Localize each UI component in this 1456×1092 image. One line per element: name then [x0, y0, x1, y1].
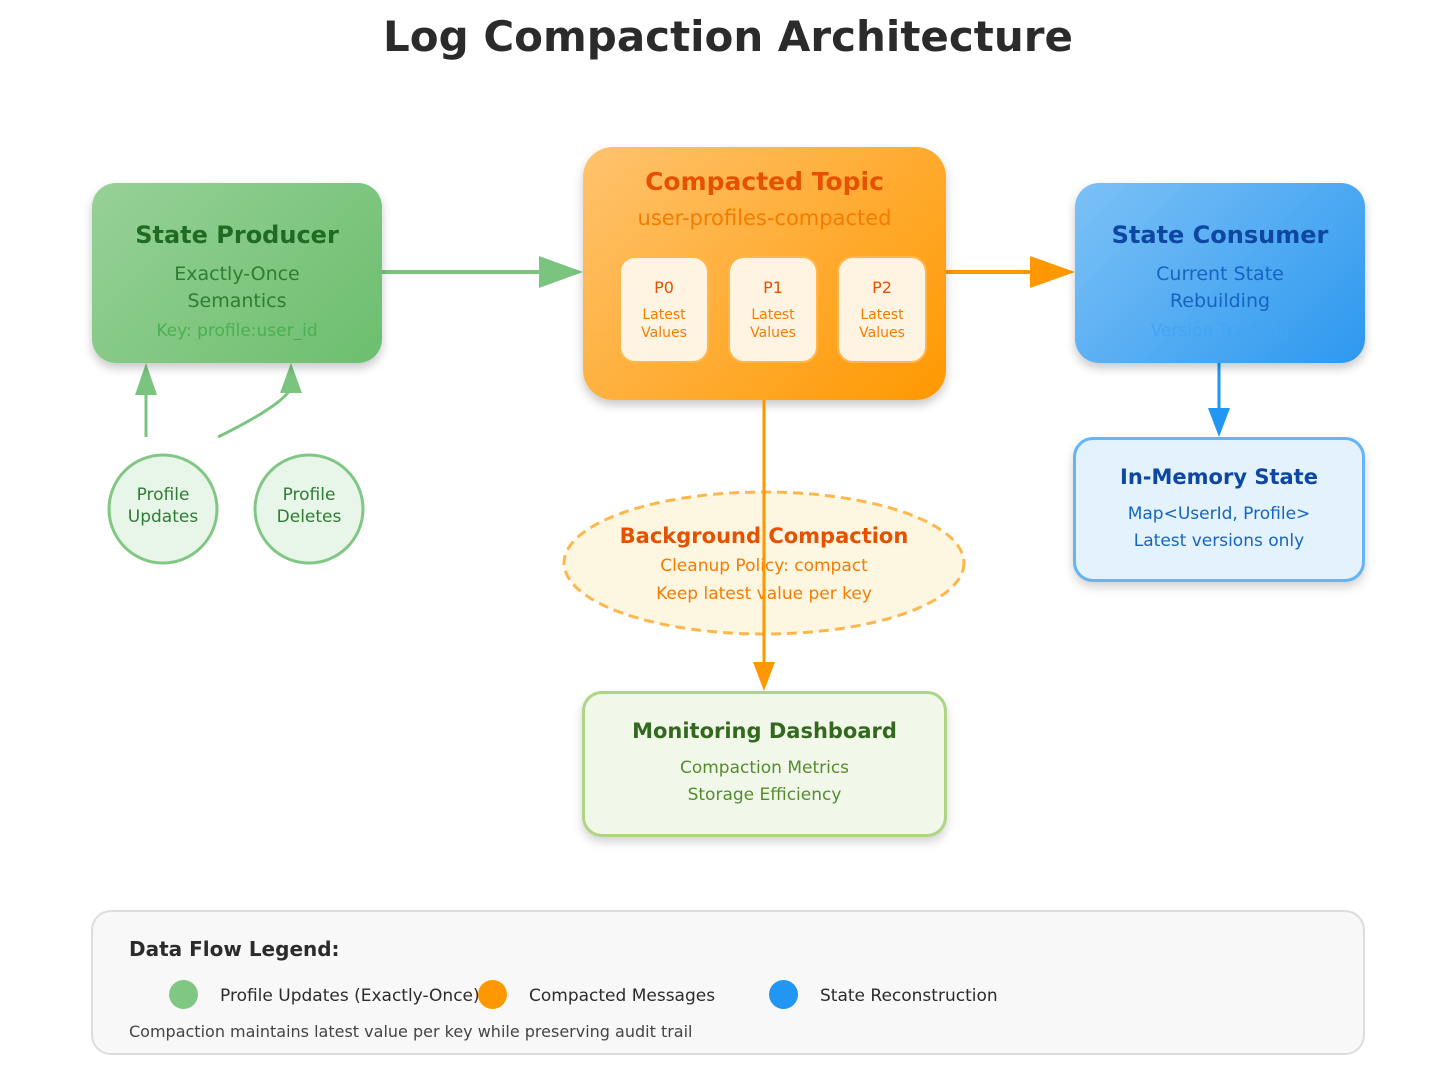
- consumer-to-memory-arrowhead: [1208, 408, 1230, 437]
- updates-to-producer-arrowhead: [135, 363, 157, 395]
- dashboard-line2: Storage Efficiency: [687, 785, 842, 805]
- updates-label-line1: Profile: [136, 485, 190, 505]
- partition-line2: Values: [641, 325, 687, 341]
- legend-swatch-reconstruction: [769, 980, 798, 1009]
- deletes-circle: [253, 453, 365, 565]
- memory-line1: Map<UserId, Profile>: [1127, 504, 1311, 524]
- partition-line1: Latest: [642, 307, 686, 323]
- compaction-line1: Cleanup Policy: compact: [660, 556, 868, 576]
- partition-p2[interactable]: P2 Latest Values: [837, 256, 927, 363]
- producer-line2: Semantics: [187, 290, 287, 312]
- producer-to-topic-arrowhead: [539, 256, 583, 288]
- partition-line1: Latest: [751, 307, 795, 323]
- diagram-title: Log Compaction Architecture: [383, 12, 1073, 61]
- background-compaction-node[interactable]: Background Compaction Cleanup Policy: co…: [563, 524, 965, 608]
- deletes-label-line2: Deletes: [276, 507, 342, 527]
- dashboard-title: Monitoring Dashboard: [632, 719, 897, 743]
- state-producer-node[interactable]: State Producer Exactly-Once Semantics Ke…: [92, 183, 382, 363]
- partition-line1: Latest: [860, 307, 904, 323]
- legend-swatch-updates: [169, 980, 198, 1009]
- consumer-line2: Rebuilding: [1169, 290, 1271, 312]
- topic-to-consumer-arrowhead: [1030, 256, 1075, 288]
- legend-title: Data Flow Legend:: [129, 937, 340, 961]
- topic-subtitle: user-profiles-compacted: [637, 206, 892, 230]
- producer-key: Key: profile:user_id: [156, 321, 318, 341]
- dashboard-line1: Compaction Metrics: [679, 758, 850, 778]
- updates-circle: [107, 453, 219, 565]
- deletes-label: Profile Deletes: [254, 484, 364, 528]
- consumer-line1: Current State: [1156, 263, 1284, 285]
- partition-line2: Values: [750, 325, 796, 341]
- monitoring-dashboard-node[interactable]: Monitoring Dashboard Compaction Metrics …: [582, 691, 947, 837]
- in-memory-state-node[interactable]: In-Memory State Map<UserId, Profile> Lat…: [1073, 437, 1365, 582]
- producer-title: State Producer: [135, 221, 339, 249]
- partition-p1[interactable]: P1 Latest Values: [728, 256, 818, 363]
- legend-note: Compaction maintains latest value per ke…: [129, 1022, 693, 1041]
- state-consumer-node[interactable]: State Consumer Current State Rebuilding …: [1075, 183, 1365, 363]
- deletes-to-producer-arrow: [217, 387, 293, 439]
- compacted-topic-node[interactable]: Compacted Topic user-profiles-compacted …: [583, 147, 946, 400]
- legend-label-reconstruction: State Reconstruction: [820, 986, 998, 1006]
- updates-label: Profile Updates: [108, 484, 218, 528]
- updates-label-line2: Updates: [127, 507, 199, 527]
- legend-panel: Data Flow Legend: Profile Updates (Exact…: [91, 910, 1365, 1055]
- partition-line2: Values: [859, 325, 905, 341]
- partition-name: P1: [763, 278, 783, 297]
- memory-line2: Latest versions only: [1133, 531, 1305, 551]
- memory-title: In-Memory State: [1120, 465, 1318, 489]
- compaction-line2: Keep latest value per key: [656, 584, 872, 604]
- legend-label-compacted: Compacted Messages: [529, 986, 716, 1006]
- legend-swatch-compacted: [478, 980, 507, 1009]
- partition-name: P2: [872, 278, 892, 297]
- consumer-title: State Consumer: [1111, 221, 1329, 249]
- topic-title: Compacted Topic: [645, 167, 884, 196]
- legend-label-updates: Profile Updates (Exactly-Once): [220, 986, 480, 1006]
- producer-line1: Exactly-Once: [174, 263, 300, 285]
- partition-name: P0: [654, 278, 674, 297]
- partition-p0[interactable]: P0 Latest Values: [619, 256, 709, 363]
- deletes-to-producer-arrowhead: [280, 363, 302, 393]
- deletes-label-line1: Profile: [282, 485, 336, 505]
- consumer-line3: Version Tracking: [1150, 321, 1290, 341]
- compaction-title: Background Compaction: [619, 524, 909, 548]
